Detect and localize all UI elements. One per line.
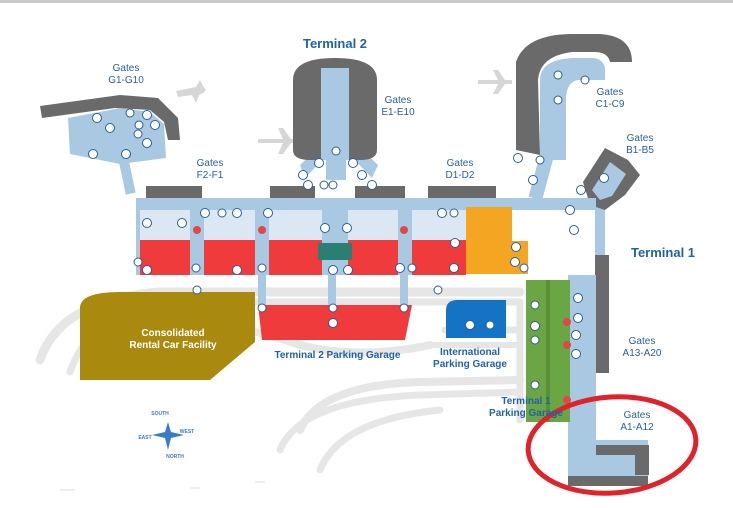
c-gates-building xyxy=(516,34,632,160)
compass-north: NORTH xyxy=(166,454,184,460)
gates-c-label: Gates C1-C9 xyxy=(580,87,640,110)
gates-a13-line1: Gates xyxy=(628,336,656,347)
top-border xyxy=(0,0,733,3)
compass-icon xyxy=(152,422,184,450)
compass-west: WEST xyxy=(179,429,195,435)
gates-a1-line1: Gates xyxy=(623,410,651,421)
gates-c-line1: Gates xyxy=(596,87,624,98)
terminal-1-garage-label: Terminal 1 Parking Garage xyxy=(482,396,570,419)
amenity-markers xyxy=(88,70,590,390)
terminal-2-building xyxy=(136,186,596,275)
gates-a13-label: Gates A13-A20 xyxy=(612,336,672,359)
compass-south: SOUTH xyxy=(151,411,169,417)
rental-car-label: Consolidated Rental Car Facility xyxy=(98,328,248,351)
international-garage xyxy=(446,300,506,338)
gates-d-label: Gates D1-D2 xyxy=(430,158,490,181)
terminal-1-garage-line2: Parking Garage xyxy=(489,407,563,419)
terminal-2-garage-label: Terminal 2 Parking Garage xyxy=(274,350,401,361)
gates-a1-line2: A1-A12 xyxy=(620,421,654,433)
gates-f-line1: Gates xyxy=(196,158,224,169)
gates-e-line1: Gates xyxy=(384,95,412,106)
gates-g-label: Gates G1-G10 xyxy=(96,63,156,86)
international-garage-label: International Parking Garage xyxy=(425,347,515,370)
gates-e-label: Gates E1-E10 xyxy=(368,95,428,118)
gates-a13-line2: A13-A20 xyxy=(622,347,662,359)
terminal-1-title: Terminal 1 xyxy=(630,245,696,260)
terminal-1-building xyxy=(568,255,649,486)
compass-east: EAST xyxy=(138,435,152,441)
international-garage-line2: Parking Garage xyxy=(433,358,507,370)
e-gates-building xyxy=(293,58,377,160)
gates-f-label: Gates F2-F1 xyxy=(180,158,240,181)
gates-d-line2: D1-D2 xyxy=(445,169,475,181)
gate-markers xyxy=(92,110,609,359)
gates-g-line2: G1-G10 xyxy=(108,74,144,86)
dining-markers xyxy=(193,226,571,404)
highlight-ellipse xyxy=(525,394,699,496)
terminal-2-title: Terminal 2 xyxy=(302,36,368,51)
rental-car-line1: Consolidated xyxy=(141,328,205,339)
gates-d-line1: Gates xyxy=(446,158,474,169)
gates-a1-label: Gates A1-A12 xyxy=(607,410,667,433)
b-gates-building xyxy=(583,148,640,210)
rental-car-line2: Rental Car Facility xyxy=(129,339,217,351)
terminal-1-garage-line1: Terminal 1 xyxy=(501,396,551,407)
gates-b-label: Gates B1-B5 xyxy=(610,133,670,156)
bottom-dashes xyxy=(60,481,265,491)
rental-car-facility xyxy=(80,292,255,380)
gates-b-line2: B1-B5 xyxy=(626,144,654,156)
international-garage-line1: International xyxy=(439,347,500,358)
gates-f-line2: F2-F1 xyxy=(196,169,224,181)
gates-b-line1: Gates xyxy=(626,133,654,144)
gates-c-line2: C1-C9 xyxy=(595,98,625,110)
gates-g-line1: Gates xyxy=(112,63,140,74)
airplane-icons xyxy=(176,70,512,154)
gates-e-line2: E1-E10 xyxy=(381,106,415,118)
